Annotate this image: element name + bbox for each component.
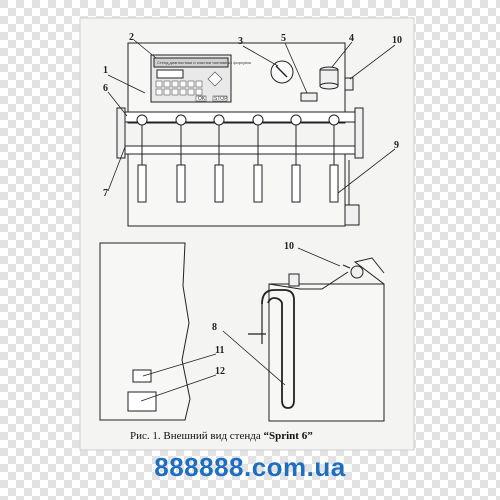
callout-11: 11 <box>215 345 224 356</box>
caption-name: “Sprint 6” <box>264 430 313 442</box>
injector-row <box>136 114 340 203</box>
panel-header-text: Стенд диагностики и очистки топливных фо… <box>157 60 251 65</box>
fitting <box>288 273 300 287</box>
injector <box>252 114 264 203</box>
drain-valve <box>350 265 364 279</box>
figure-caption: Рис. 1. Внешний вид стенда “Sprint 6” <box>130 430 313 442</box>
arrow-keys <box>207 71 223 87</box>
callout-8: 8 <box>212 322 217 333</box>
switch-11 <box>132 369 152 383</box>
callout-numbers: 1 2 3 4 5 6 7 8 9 10 11 12 10 <box>103 32 402 377</box>
panel-header-strip <box>153 57 229 68</box>
leader-lines-lower <box>140 247 341 402</box>
stand-upper-view <box>116 42 364 227</box>
callout-1: 1 <box>103 65 108 76</box>
connector-block <box>300 92 318 102</box>
detail-views <box>99 242 385 422</box>
callout-9: 9 <box>394 140 399 151</box>
callout-7: 7 <box>103 188 108 199</box>
injector <box>213 114 225 203</box>
right-clamp <box>354 107 364 159</box>
injector <box>328 114 340 203</box>
injector <box>136 114 148 203</box>
injector-rail <box>120 111 360 123</box>
injector <box>290 114 302 203</box>
keypad <box>155 80 203 96</box>
detail-left-panel <box>99 242 191 421</box>
injector <box>175 114 187 203</box>
u-tube <box>261 289 295 409</box>
callout-5: 5 <box>281 33 286 44</box>
lower-body <box>127 153 346 227</box>
callout-3: 3 <box>238 36 243 47</box>
lower-rail <box>120 145 360 155</box>
site-watermark: 888888.com.ua <box>154 452 346 482</box>
callout-10: 10 <box>392 35 402 46</box>
stop-key <box>212 95 228 102</box>
panel-display <box>156 69 184 79</box>
callout-6: 6 <box>103 83 108 94</box>
callout-12: 12 <box>215 366 225 377</box>
valve-bracket <box>353 257 385 285</box>
ok-key-label: OK <box>198 96 206 102</box>
callout-2: 2 <box>129 32 134 43</box>
leader-lines-upper <box>107 39 396 194</box>
stop-key-label: STOP <box>214 96 228 102</box>
drain-valve-top <box>344 77 354 91</box>
caption-prefix: Рис. 1. Внешний вид стенда <box>130 430 264 442</box>
callout-4: 4 <box>349 33 354 44</box>
detail-right-panel <box>268 283 385 422</box>
plate-12 <box>127 391 157 412</box>
ok-key <box>195 95 207 102</box>
callout-10-detail: 10 <box>284 241 294 252</box>
